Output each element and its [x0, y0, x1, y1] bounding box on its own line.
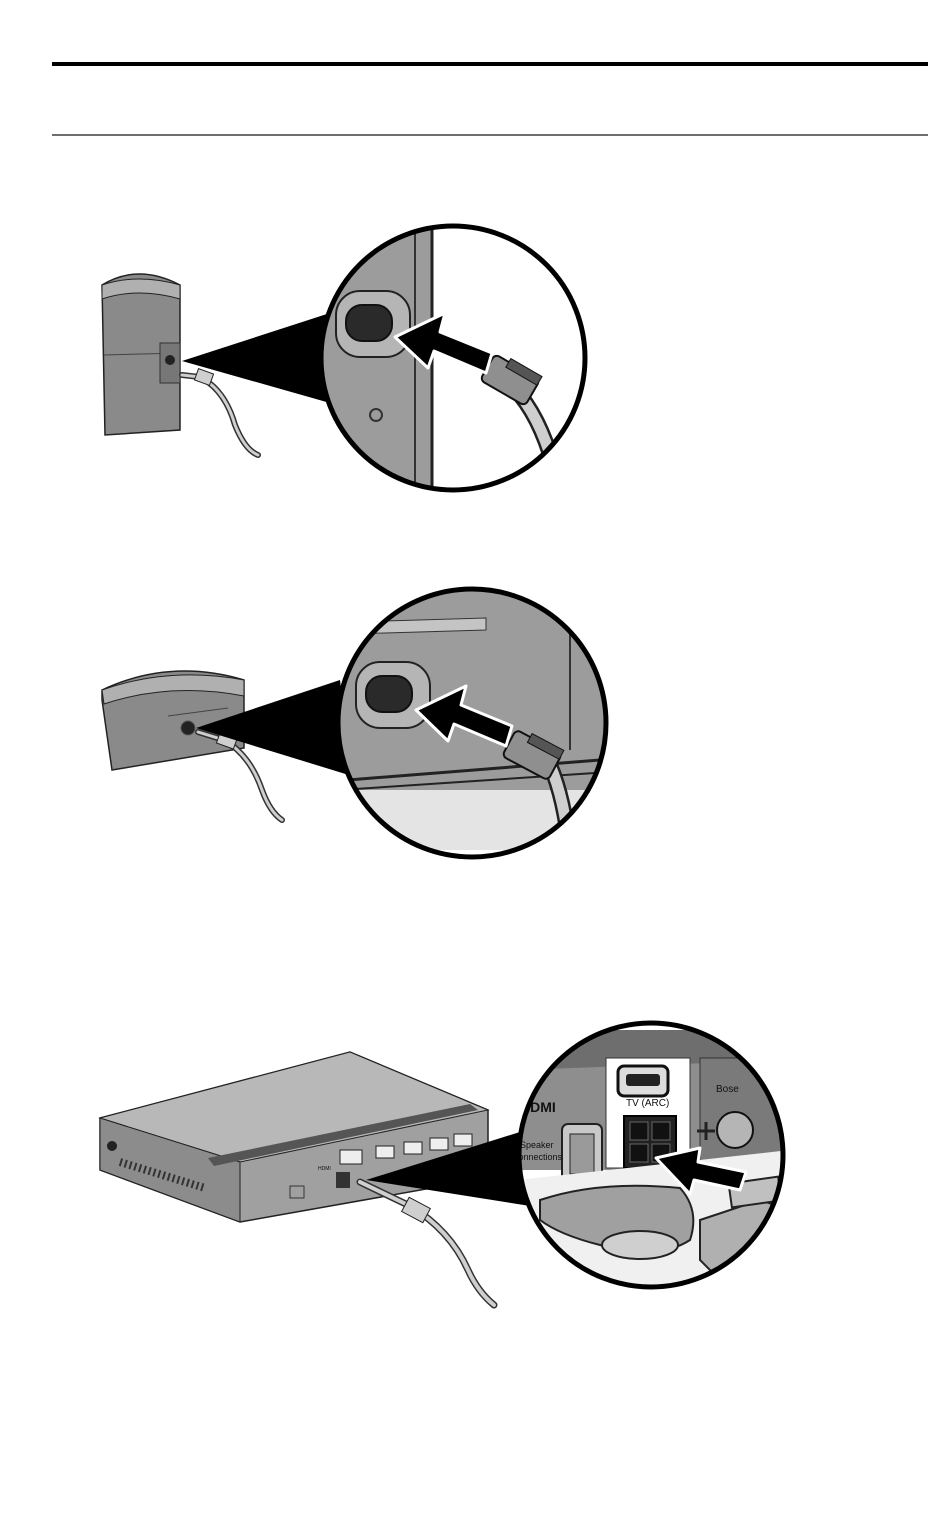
zoom-circle-port: [320, 225, 585, 495]
zoom-callout-wedge: [182, 313, 330, 403]
zoom-circle-port-2: [330, 580, 620, 857]
figure-console-speaker-connection: HDMI TV (ARC) Speaker Connections Bose: [0, 1030, 950, 1330]
speaker-connections-line1: Speaker: [520, 1140, 554, 1150]
figure-vertical-speaker-connection: [0, 215, 950, 505]
zoom-circle-port-3: TV (ARC) Speaker Connections Bose HDMI: [512, 1023, 790, 1300]
tv-arc-label: TV (ARC): [626, 1098, 669, 1109]
console-hdmi-text: HDMI: [318, 1166, 331, 1172]
speaker-vertical: [102, 274, 180, 435]
console-unit: HDMI: [100, 1052, 488, 1222]
figure-horizontal-speaker-connection: [0, 580, 950, 870]
bose-label: Bose: [716, 1084, 739, 1095]
header-rule-thin: [52, 134, 928, 136]
header-rule-thick: [52, 62, 928, 66]
